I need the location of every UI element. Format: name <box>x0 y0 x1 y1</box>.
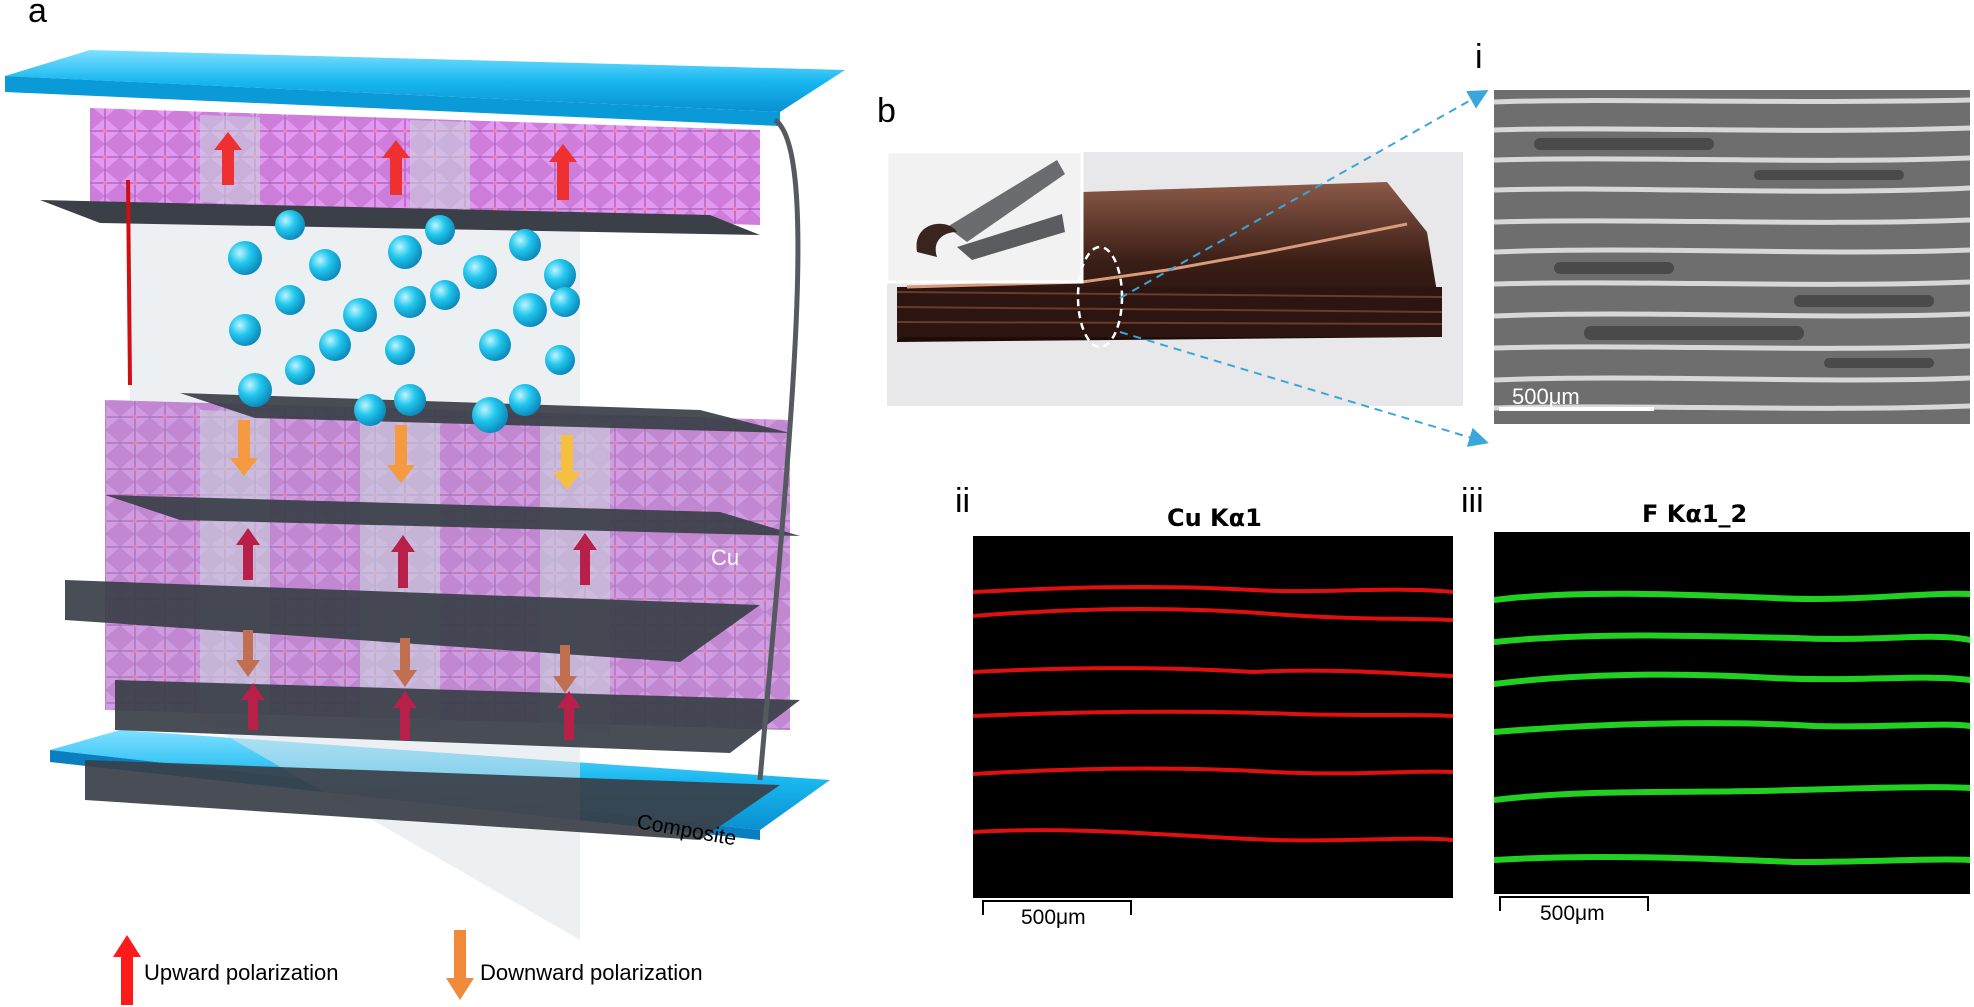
layered-device-schematic: Cu Composite <box>5 50 845 940</box>
cu-map-scale-label: 500μm <box>1021 906 1086 929</box>
device-photo <box>887 152 1463 406</box>
top-electrode <box>5 50 845 126</box>
sem-scale-label: 500μm <box>1512 384 1580 409</box>
panel-label-b: b <box>877 92 896 130</box>
panel-label-iii: iii <box>1461 482 1484 520</box>
cu-map-scale-bar <box>982 900 1132 915</box>
cu-label: Cu <box>711 545 739 570</box>
sem-image <box>1494 90 1970 424</box>
downward-arrows <box>230 420 581 693</box>
downward-arrow-icon <box>446 930 474 1000</box>
panel-label-i: i <box>1475 38 1483 76</box>
f-eds-map <box>1494 532 1970 894</box>
panel-label-ii: ii <box>955 482 971 520</box>
panel-label-a: a <box>28 0 47 30</box>
top-composite <box>40 108 760 235</box>
cu-layers <box>65 393 800 840</box>
cu-map-title: Cu Kα1 <box>1167 504 1262 532</box>
legend-upward-label: Upward polarization <box>144 960 339 985</box>
legend: Upward polarization Downward polarizatio… <box>110 930 750 1005</box>
cu-eds-map <box>973 536 1453 898</box>
legend-downward-label: Downward polarization <box>480 960 703 985</box>
upward-arrows <box>214 132 597 740</box>
upward-arrow-icon <box>113 935 141 1005</box>
f-map-title: F Kα1_2 <box>1642 500 1748 528</box>
zoom-lines <box>1119 90 1489 447</box>
ions <box>228 210 580 433</box>
f-map-scale-bar <box>1499 896 1649 911</box>
f-map-scale-label: 500μm <box>1540 902 1605 925</box>
